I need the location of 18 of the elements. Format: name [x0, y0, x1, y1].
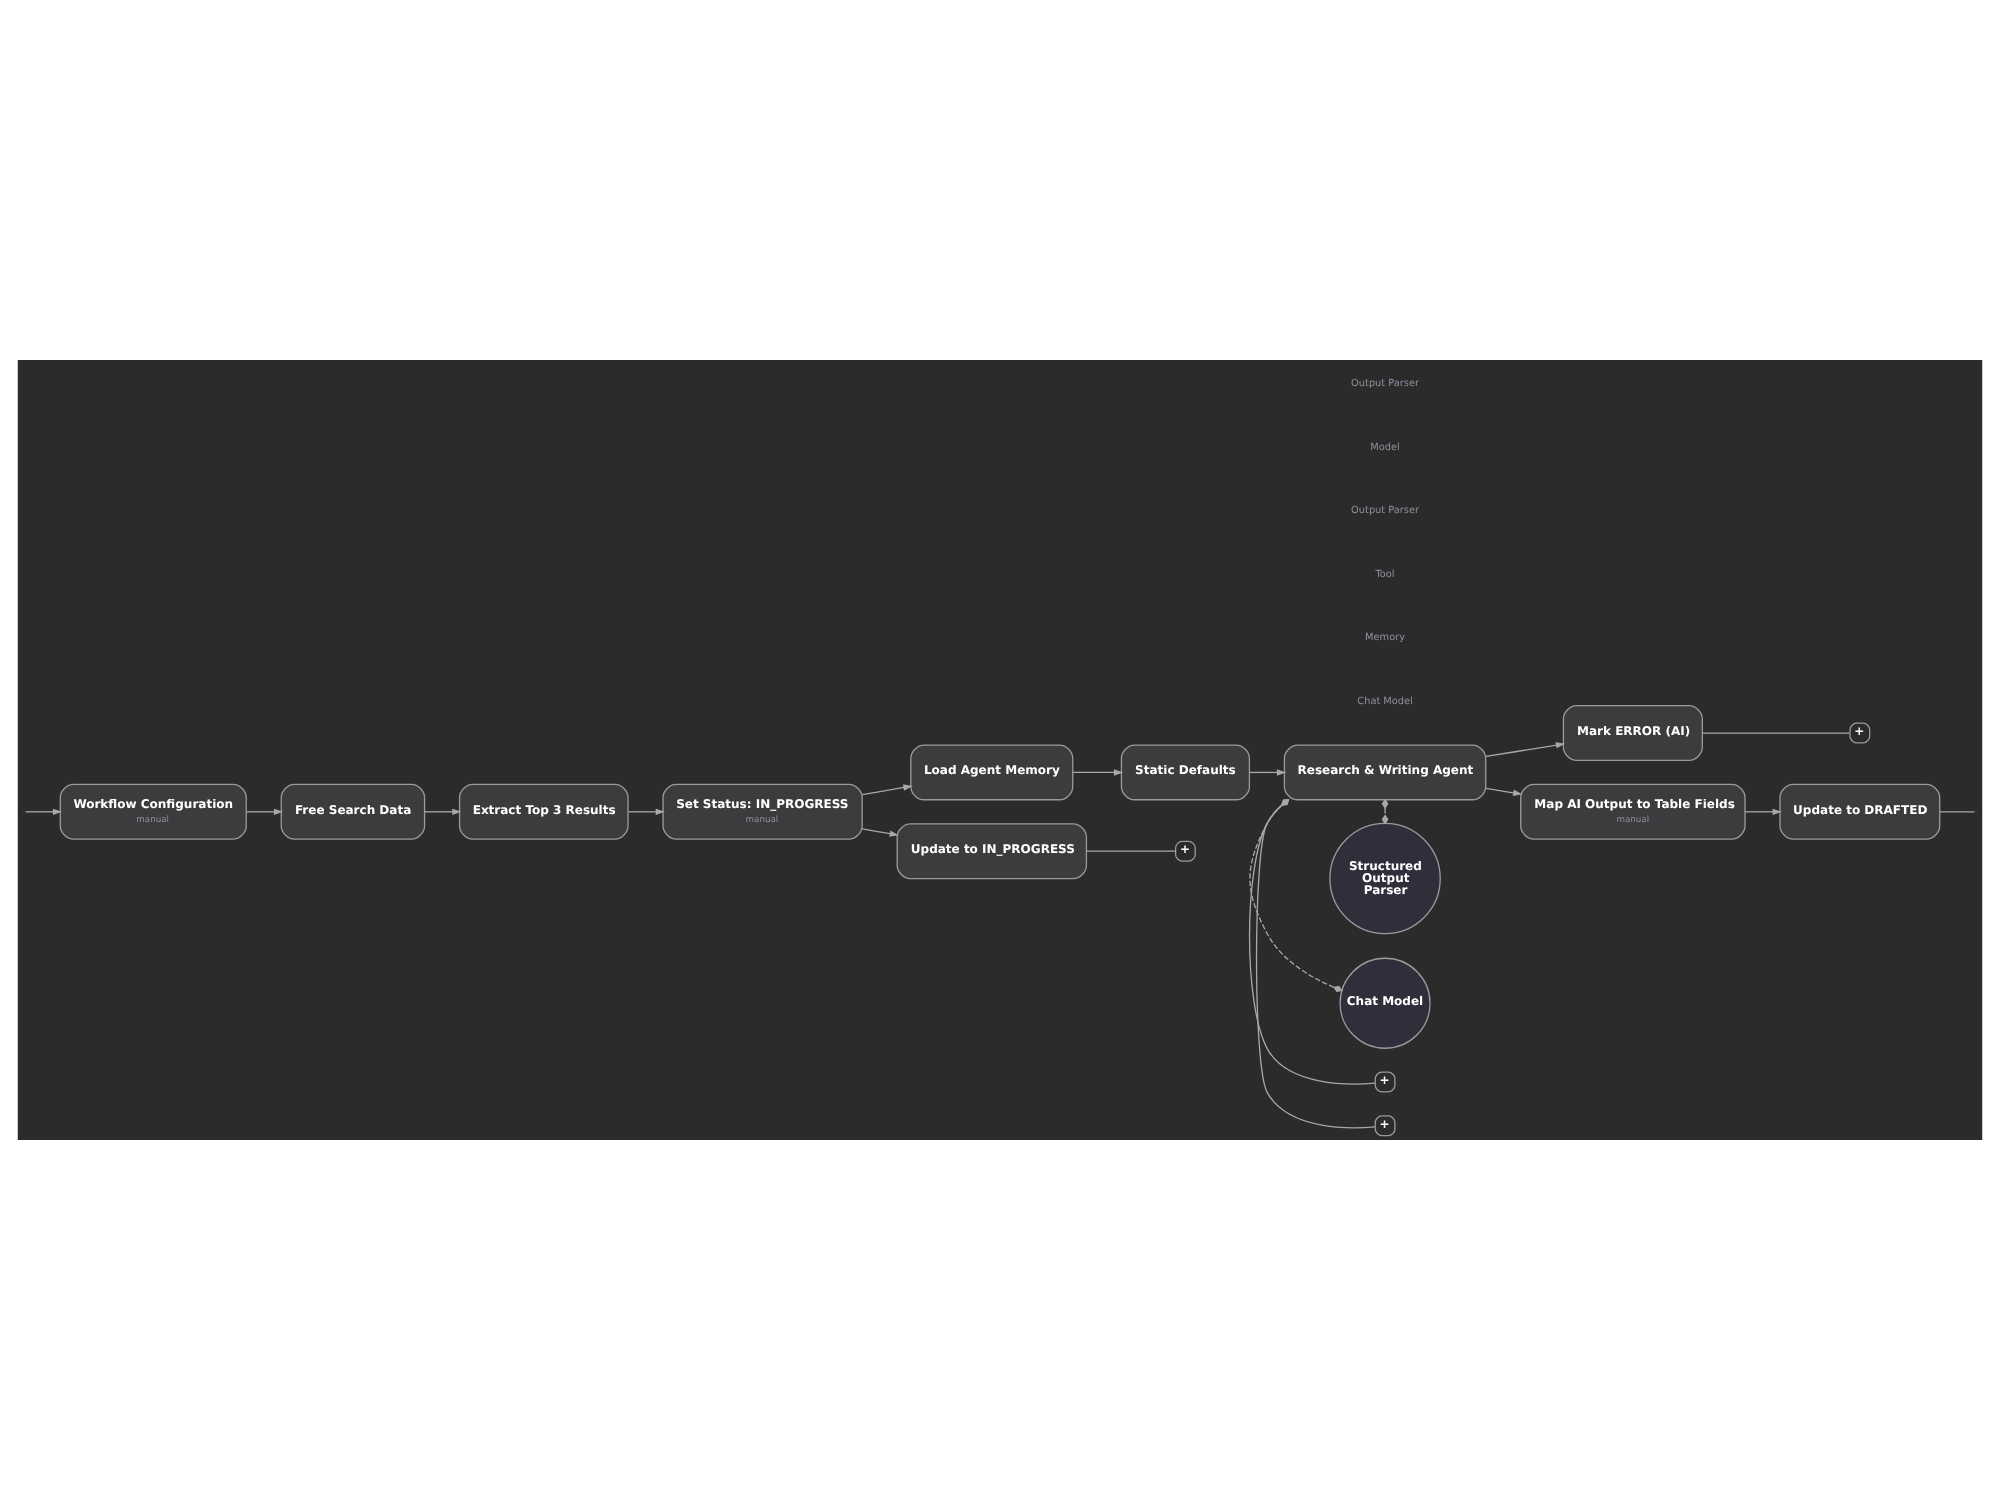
arrow [627, 808, 665, 816]
connector [1249, 799, 1343, 993]
arrow [1072, 769, 1124, 776]
connector [1381, 798, 1389, 825]
arrow [245, 808, 284, 816]
arrow [1485, 787, 1523, 796]
connector [1086, 850, 1177, 852]
arrow [1485, 742, 1566, 758]
connector [1939, 811, 1976, 813]
arrow [861, 828, 899, 837]
arrow [24, 808, 63, 816]
connector [1255, 799, 1376, 1129]
arrow [424, 808, 462, 816]
connector [1701, 732, 1851, 734]
arrow [1248, 769, 1287, 776]
arrow [1744, 808, 1782, 816]
connector [1248, 799, 1376, 1085]
arrow [861, 784, 913, 796]
